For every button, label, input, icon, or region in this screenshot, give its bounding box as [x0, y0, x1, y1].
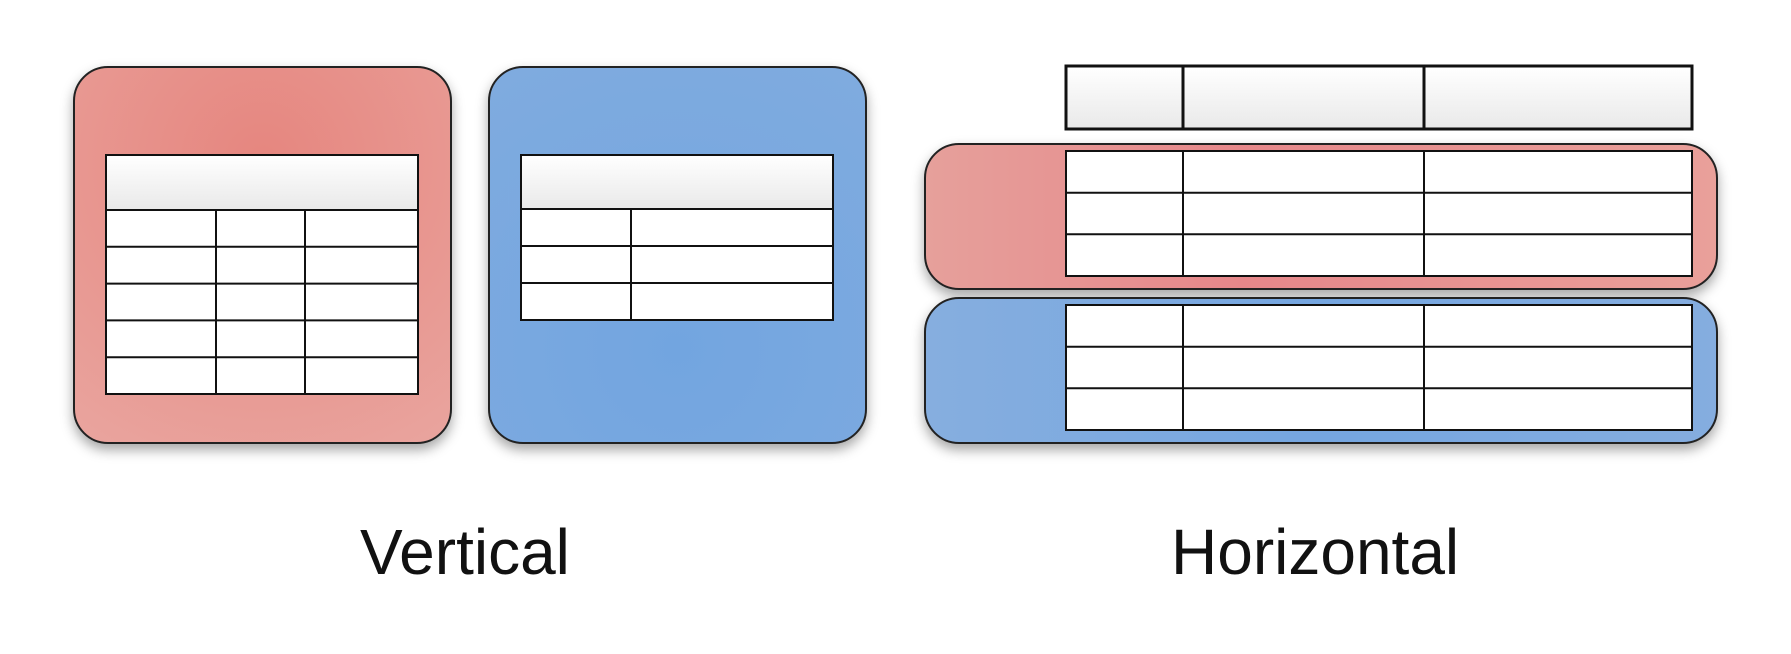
red-table-header — [105, 154, 419, 211]
blue-table-header — [520, 154, 834, 210]
blue-table-body — [520, 208, 834, 321]
horizontal-red-partition — [924, 143, 1718, 290]
red-table-body — [105, 209, 419, 395]
blue-horizontal-table — [1065, 304, 1693, 431]
vertical-red-partition — [73, 66, 452, 444]
red-horizontal-table — [1065, 150, 1693, 277]
horizontal-blue-partition — [924, 297, 1718, 444]
caption-vertical: Vertical — [360, 516, 570, 588]
vertical-blue-partition — [488, 66, 867, 444]
horizontal-header-row — [1064, 64, 1694, 131]
caption-horizontal: Horizontal — [1171, 516, 1460, 588]
